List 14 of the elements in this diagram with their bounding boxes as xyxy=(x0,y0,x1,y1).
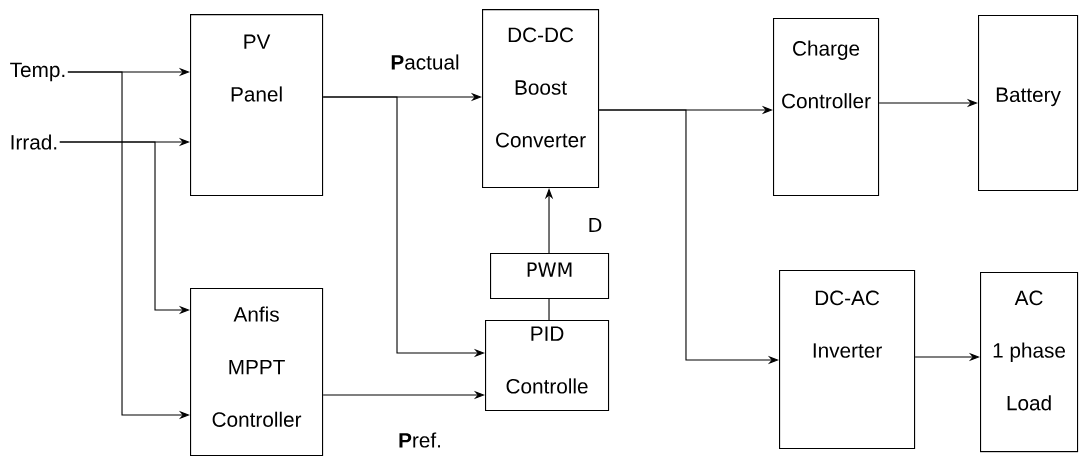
block-box: PWM xyxy=(490,253,610,300)
block-box: Charge Controller xyxy=(773,18,880,197)
input-label: Irrad. xyxy=(11,134,57,150)
block-box: PID Controlle xyxy=(485,320,610,412)
edge-label: Pref. xyxy=(396,431,444,449)
edge-label: Pactual xyxy=(389,53,461,71)
block-box: PV Panel xyxy=(190,14,324,197)
block-box: Anfis MPPT Controller xyxy=(190,288,324,457)
block-box: Battery xyxy=(978,15,1079,192)
block-box: DC-AC Inverter xyxy=(779,270,916,450)
block-box: AC 1 phase Load xyxy=(980,272,1079,453)
block-box: DC-DC Boost Converter xyxy=(482,9,600,189)
input-label: Temp. xyxy=(10,62,65,82)
edge-label: D xyxy=(586,216,604,234)
